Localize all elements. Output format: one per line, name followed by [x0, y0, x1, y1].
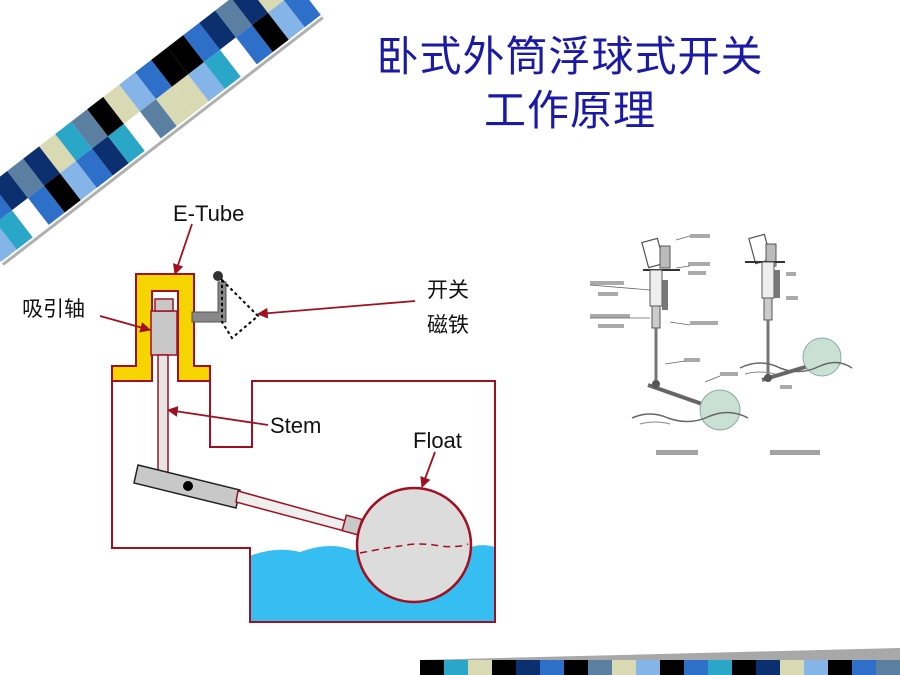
e-tube-housing [111, 273, 211, 382]
label-e-tube: E-Tube [173, 201, 244, 226]
decor-stripe-cell [92, 136, 129, 176]
switch-magnet-fixed [191, 281, 227, 323]
switch-magnet-dashed [221, 277, 260, 340]
diagonal-stripe-band [0, 0, 324, 266]
decor-stripe-cell [151, 47, 188, 87]
rising-level-illustration [739, 233, 853, 382]
decor-stripe-cell [12, 197, 49, 238]
decor-stripe-cell [119, 72, 156, 112]
decor-stripe-cell [220, 37, 257, 77]
bottom-stripe-band [420, 648, 900, 675]
decor-stripe-cell [804, 660, 828, 675]
water-body-right [465, 545, 495, 622]
decor-stripe-cell [0, 210, 33, 250]
decor-stripe-cell [23, 146, 60, 186]
decor-stripe-cell [215, 0, 252, 38]
decor-stripe-cell [252, 12, 289, 52]
decor-stripe-cell [660, 660, 684, 675]
float-ball [355, 486, 473, 604]
float-waterline [359, 543, 469, 554]
title-line-1: 卧式外筒浮球式开关 [376, 32, 764, 81]
label-float: Float [413, 428, 462, 453]
decor-stripe-cell [108, 123, 145, 164]
leader-switch-magnet [256, 300, 416, 319]
decor-stripe-cell [756, 660, 780, 675]
decor-stripe-cell [76, 148, 113, 188]
falling-level-caption-mark [656, 450, 698, 455]
decor-stripe-cell [71, 109, 108, 149]
decor-stripe-cell [540, 660, 564, 675]
decor-stripe-cell [468, 660, 492, 675]
pivot-point [183, 481, 193, 491]
decor-stripe-cell [492, 660, 516, 675]
decor-stripe-cell [258, 0, 284, 13]
leader-stem [166, 406, 269, 426]
decor-stripe-cell [167, 35, 204, 75]
leader-e-tube [173, 223, 193, 276]
label-stem: Stem [270, 413, 321, 438]
decor-stripe-cell [732, 660, 756, 675]
decor-stripe-cell [172, 74, 209, 114]
decor-stripe-cell [140, 99, 177, 139]
decor-stripe-cell [708, 660, 732, 675]
decor-stripe-cell [28, 185, 65, 225]
decor-stripe-cell [684, 660, 708, 675]
decor-stripe-cell [444, 660, 468, 675]
chamber-outline [111, 372, 496, 623]
switch-pivot-dot [213, 271, 223, 281]
leader-sleeve [99, 315, 152, 333]
decor-stripe-cell [268, 0, 305, 40]
leader-float [420, 451, 436, 489]
label-switch-magnet-1: 开关 [427, 278, 469, 302]
label-switch-magnet-2: 磁铁 [427, 313, 469, 337]
decor-stripe-cell [39, 133, 76, 174]
decor-stripe-cell [156, 86, 193, 127]
decor-stripe-cell [188, 62, 225, 102]
decor-stripe-cell [284, 0, 321, 28]
decor-stripe-cell [232, 0, 268, 26]
decor-stripe-cell [564, 660, 588, 675]
decor-stripe-cell [0, 194, 12, 220]
decor-stripe-cell [199, 10, 236, 50]
decor-stripe-cell [7, 158, 44, 198]
decor-band-edge [1, 16, 324, 266]
decor-stripe-cell [204, 49, 241, 90]
decor-stripe-cell [44, 173, 81, 213]
decor-stripe-cell [588, 660, 612, 675]
decor-stripe-cell [636, 660, 660, 675]
decor-stripe-cell [183, 22, 220, 63]
falling-level-illustration [589, 235, 749, 431]
sleeve-cap [154, 298, 174, 312]
decor-stripe-cell [516, 660, 540, 675]
decor-stripe-cell [103, 84, 140, 124]
decor-stripe-cell [87, 96, 124, 137]
decor-stripe-cell [612, 660, 636, 675]
title-line-2: 工作原理 [483, 86, 656, 135]
decor-stripe-cell [828, 660, 852, 675]
decor-stripe-cell [876, 660, 900, 675]
label-attraction-sleeve: 吸引轴 [22, 297, 85, 321]
decor-stripe-cell [55, 121, 92, 161]
decor-stripe-cell [0, 171, 28, 211]
decor-stripe-cell [420, 660, 444, 675]
rising-level-caption-mark [770, 450, 820, 455]
decor-stripe-cell [852, 660, 876, 675]
decor-stripe-cell [236, 25, 273, 65]
decor-stripe-cell [124, 111, 161, 151]
decor-stripe-cell [60, 160, 97, 201]
decor-stripe-cell [0, 227, 17, 262]
slide-title: 卧式外筒浮球式开关 工作原理 [300, 30, 840, 138]
decor-stripe-cell [780, 660, 804, 675]
decor-stripe-cell [135, 59, 172, 100]
water-body [250, 545, 352, 622]
